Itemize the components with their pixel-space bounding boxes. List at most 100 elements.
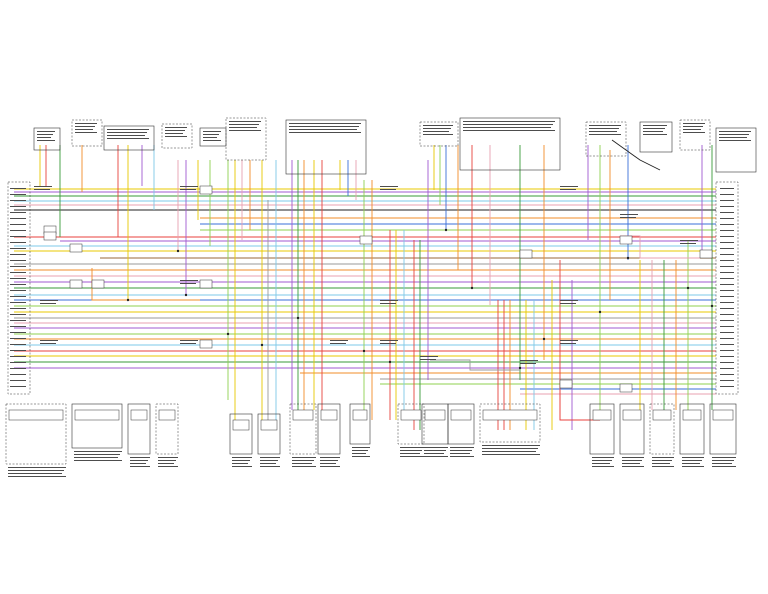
label-placeholder-7 xyxy=(75,132,97,133)
inline-connector xyxy=(619,383,633,393)
label-placeholder-163 xyxy=(424,456,448,457)
bottom-connector xyxy=(8,409,64,421)
label-placeholder-179 xyxy=(622,466,644,467)
label-placeholder-56 xyxy=(10,212,26,213)
label-placeholder-133 xyxy=(158,460,176,461)
junction-dot xyxy=(260,343,264,347)
label-placeholder-14 xyxy=(165,133,183,134)
bottom-component-11 xyxy=(447,403,475,445)
label-placeholder-198 xyxy=(560,186,578,187)
bottom-component-15 xyxy=(649,403,675,455)
top-component-6 xyxy=(285,119,367,175)
label-placeholder-171 xyxy=(482,454,540,455)
label-placeholder-159 xyxy=(400,456,424,457)
label-placeholder-22 xyxy=(229,127,257,128)
inline-connector xyxy=(91,279,105,289)
bottom-connector xyxy=(320,409,338,421)
right-module-outline xyxy=(715,181,739,395)
label-placeholder-125 xyxy=(74,454,120,455)
label-placeholder-175 xyxy=(592,466,614,467)
label-placeholder-155 xyxy=(352,456,370,457)
label-placeholder-30 xyxy=(423,131,449,132)
label-placeholder-204 xyxy=(560,300,578,301)
bottom-connector xyxy=(712,409,734,421)
label-placeholder-layer xyxy=(8,121,751,477)
bottom-component-14 xyxy=(619,403,645,455)
top-component-10 xyxy=(639,121,673,153)
label-placeholder-170 xyxy=(482,451,536,452)
label-placeholder-116 xyxy=(720,368,734,369)
label-placeholder-110 xyxy=(720,332,734,333)
bottom-connector xyxy=(592,409,612,421)
label-placeholder-149 xyxy=(320,460,338,461)
label-placeholder-136 xyxy=(232,457,252,458)
label-placeholder-148 xyxy=(320,457,340,458)
inline-connector xyxy=(199,185,213,195)
label-placeholder-17 xyxy=(203,134,219,135)
label-placeholder-186 xyxy=(682,463,700,464)
label-placeholder-59 xyxy=(10,230,26,231)
label-placeholder-217 xyxy=(620,217,636,218)
bottom-component-8 xyxy=(349,403,371,445)
bottom-component-9 xyxy=(397,403,425,445)
bottom-component-17 xyxy=(709,403,737,455)
label-placeholder-135 xyxy=(158,466,178,467)
bottom-component-2 xyxy=(127,403,151,455)
label-placeholder-36 xyxy=(589,125,621,126)
label-placeholder-37 xyxy=(589,128,619,129)
label-placeholder-80 xyxy=(10,356,26,357)
label-placeholder-207 xyxy=(180,343,196,344)
label-placeholder-193 xyxy=(34,189,50,190)
wire-gray-103 xyxy=(430,359,520,371)
label-placeholder-225 xyxy=(520,363,536,364)
label-placeholder-143 xyxy=(260,466,280,467)
label-placeholder-96 xyxy=(720,248,734,249)
label-placeholder-4 xyxy=(75,123,97,124)
label-placeholder-200 xyxy=(180,280,198,281)
label-placeholder-34 xyxy=(463,127,551,128)
label-placeholder-173 xyxy=(592,460,612,461)
label-placeholder-215 xyxy=(40,343,56,344)
label-placeholder-62 xyxy=(10,248,26,249)
label-placeholder-184 xyxy=(682,457,704,458)
bottom-component-13 xyxy=(589,403,615,455)
label-placeholder-221 xyxy=(330,343,346,344)
junction-dot xyxy=(444,228,448,232)
label-placeholder-174 xyxy=(592,463,610,464)
label-placeholder-129 xyxy=(130,460,148,461)
label-placeholder-199 xyxy=(560,189,576,190)
label-placeholder-0 xyxy=(37,131,55,132)
junction-dot xyxy=(470,286,474,290)
label-placeholder-16 xyxy=(203,131,221,132)
inline-connector xyxy=(359,235,373,245)
label-placeholder-111 xyxy=(720,338,734,339)
label-placeholder-109 xyxy=(720,326,734,327)
label-placeholder-1 xyxy=(37,134,53,135)
label-placeholder-178 xyxy=(622,463,640,464)
left-module-outline xyxy=(7,181,31,395)
label-placeholder-23 xyxy=(229,130,261,131)
label-placeholder-103 xyxy=(720,290,734,291)
label-placeholder-79 xyxy=(10,350,26,351)
label-placeholder-190 xyxy=(712,463,732,464)
label-placeholder-172 xyxy=(592,457,614,458)
label-placeholder-32 xyxy=(463,121,555,122)
junction-dot xyxy=(686,286,690,290)
label-placeholder-128 xyxy=(130,457,150,458)
label-placeholder-167 xyxy=(450,456,474,457)
label-placeholder-152 xyxy=(352,447,370,448)
inline-connector xyxy=(559,379,573,389)
top-component-11 xyxy=(679,119,711,151)
inline-connector xyxy=(199,279,213,289)
inline-connector xyxy=(619,235,633,245)
bottom-component-0 xyxy=(5,403,67,465)
label-placeholder-218 xyxy=(680,240,698,241)
label-placeholder-33 xyxy=(463,124,553,125)
label-placeholder-180 xyxy=(652,457,674,458)
label-placeholder-102 xyxy=(720,284,734,285)
label-placeholder-91 xyxy=(720,218,734,219)
wire-red-102 xyxy=(559,390,600,421)
label-placeholder-9 xyxy=(107,132,147,133)
label-placeholder-212 xyxy=(40,300,58,301)
